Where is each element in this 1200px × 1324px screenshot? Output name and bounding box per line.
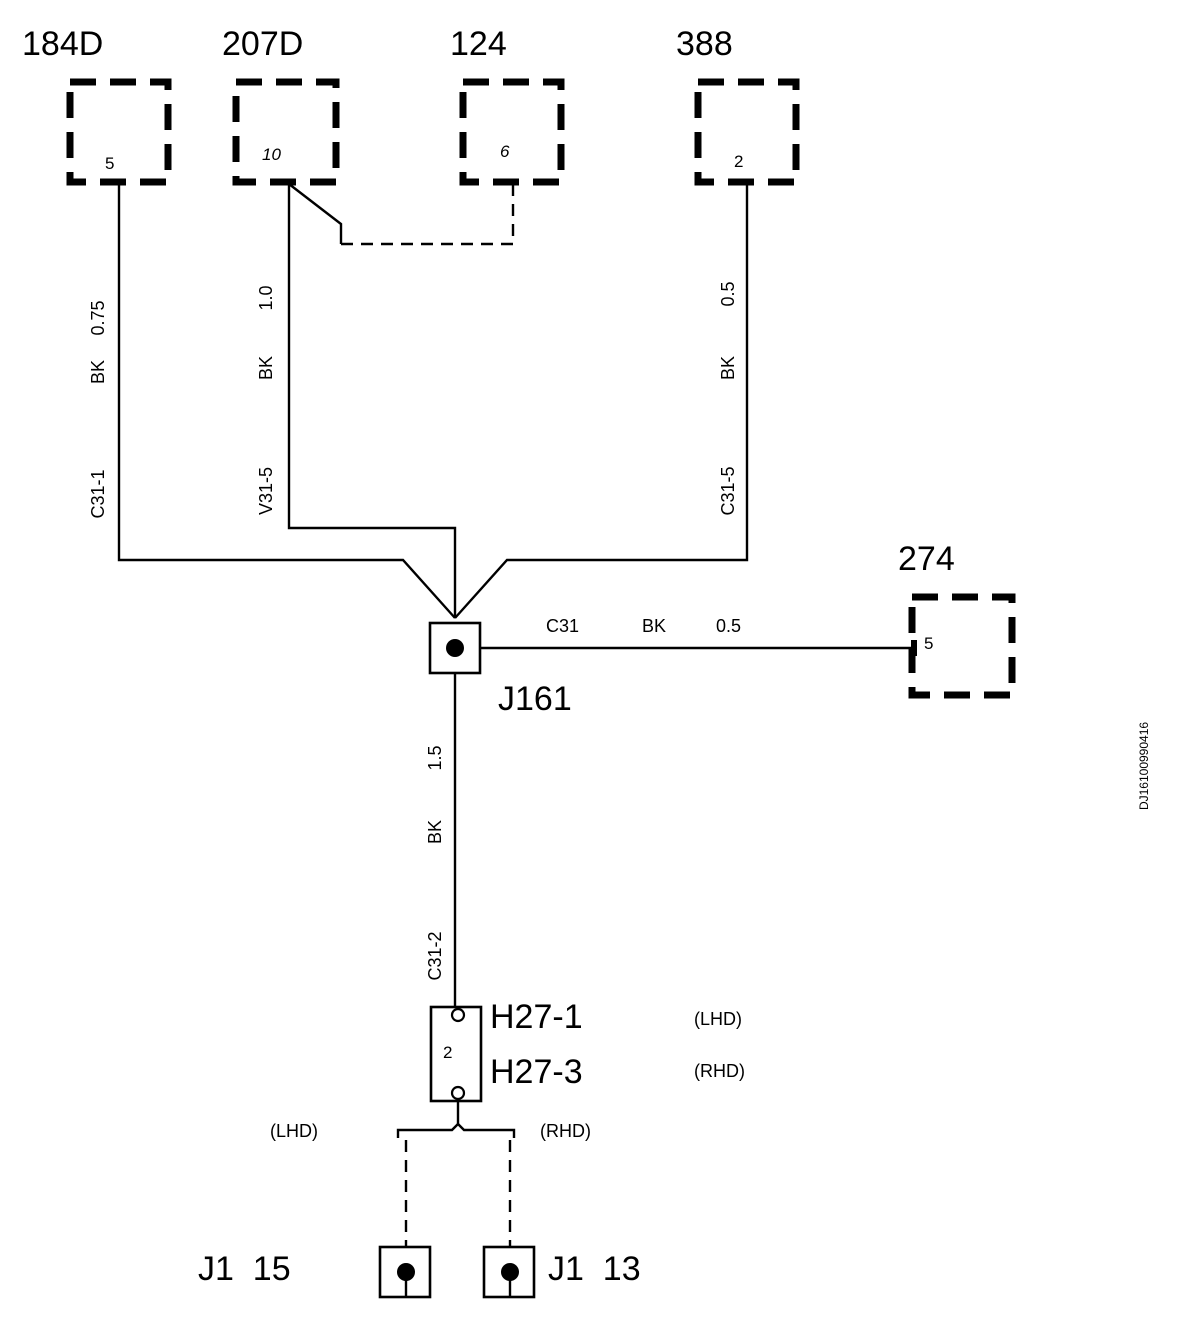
component-124-pin: 6 [500,142,510,161]
wire-388-circuit: C31-5 [718,466,738,515]
connector-h27-label-rhd: H27-3 [490,1053,583,1091]
link-207d-124-dashed [341,182,515,246]
wire-184d-color: BK [88,360,108,384]
wire-207d [287,184,457,618]
component-388-pin: 2 [734,152,743,171]
wire-274-circuit: C31 [546,616,579,636]
wire-down-color: BK [425,820,445,844]
wire-388 [454,182,749,619]
wire-184d [117,182,456,619]
branch: (LHD) (RHD) [270,1099,591,1270]
wire-207d-color: BK [256,356,276,380]
splice-j161: J161 [428,621,572,718]
component-388-label: 388 [676,25,733,63]
wire-388-color: BK [718,356,738,380]
component-184d-label: 184D [22,25,103,63]
component-184d: 184D 5 [22,25,172,186]
ground-j1-15: J1 15 [198,1245,432,1299]
wire-274-gauge: 0.5 [716,616,741,636]
wire-388-labels: 0.5 BK C31-5 [718,281,738,515]
ground-j1-15-label: J1 15 [198,1250,291,1288]
wire-207d-gauge: 1.0 [256,285,276,310]
component-184d-pin: 5 [105,154,114,173]
branch-left-note: (LHD) [270,1121,318,1141]
component-274: 274 5 [898,540,1016,699]
wire-274-color: BK [642,616,666,636]
component-274-pin-mark [911,640,917,656]
wire-down-labels: 1.5 BK C31-2 [425,745,445,980]
component-207d-pin: 10 [262,145,281,164]
link-207d-124-solid [288,183,343,244]
splice-j161-label: J161 [498,680,572,718]
wire-207d-circuit: V31-5 [256,467,276,515]
wire-388-gauge: 0.5 [718,281,738,306]
wire-down-circuit: C31-2 [425,931,445,980]
ground-j1-13-label: J1 13 [548,1250,641,1288]
component-207d: 207D 10 [222,25,340,186]
component-207d-label: 207D [222,25,303,63]
component-124: 124 6 [450,25,565,186]
wire-184d-circuit: C31-1 [88,469,108,518]
connector-h27-note-rhd: (RHD) [694,1061,745,1081]
component-274-pin: 5 [924,634,933,653]
component-124-label: 124 [450,25,507,63]
wire-down-gauge: 1.5 [425,745,445,770]
connector-h27-pin: 2 [443,1043,452,1062]
connector-h27: 2 H27-1 H27-3 (LHD) (RHD) [429,998,745,1103]
wire-184d-labels: 0.75 BK C31-1 [88,300,108,518]
wire-207d-labels: 1.0 BK V31-5 [256,285,276,515]
component-388: 388 2 [676,25,800,186]
branch-right-note: (RHD) [540,1121,591,1141]
connector-h27-label-lhd: H27-1 [490,998,583,1036]
connector-h27-note-lhd: (LHD) [694,1009,742,1029]
wire-274-labels: C31 BK 0.5 [546,616,741,636]
wire-184d-gauge: 0.75 [88,300,108,335]
component-274-label: 274 [898,540,955,578]
ground-j1-13: J1 13 [482,1245,641,1299]
document-id: DJ16100990416 [1137,722,1151,810]
